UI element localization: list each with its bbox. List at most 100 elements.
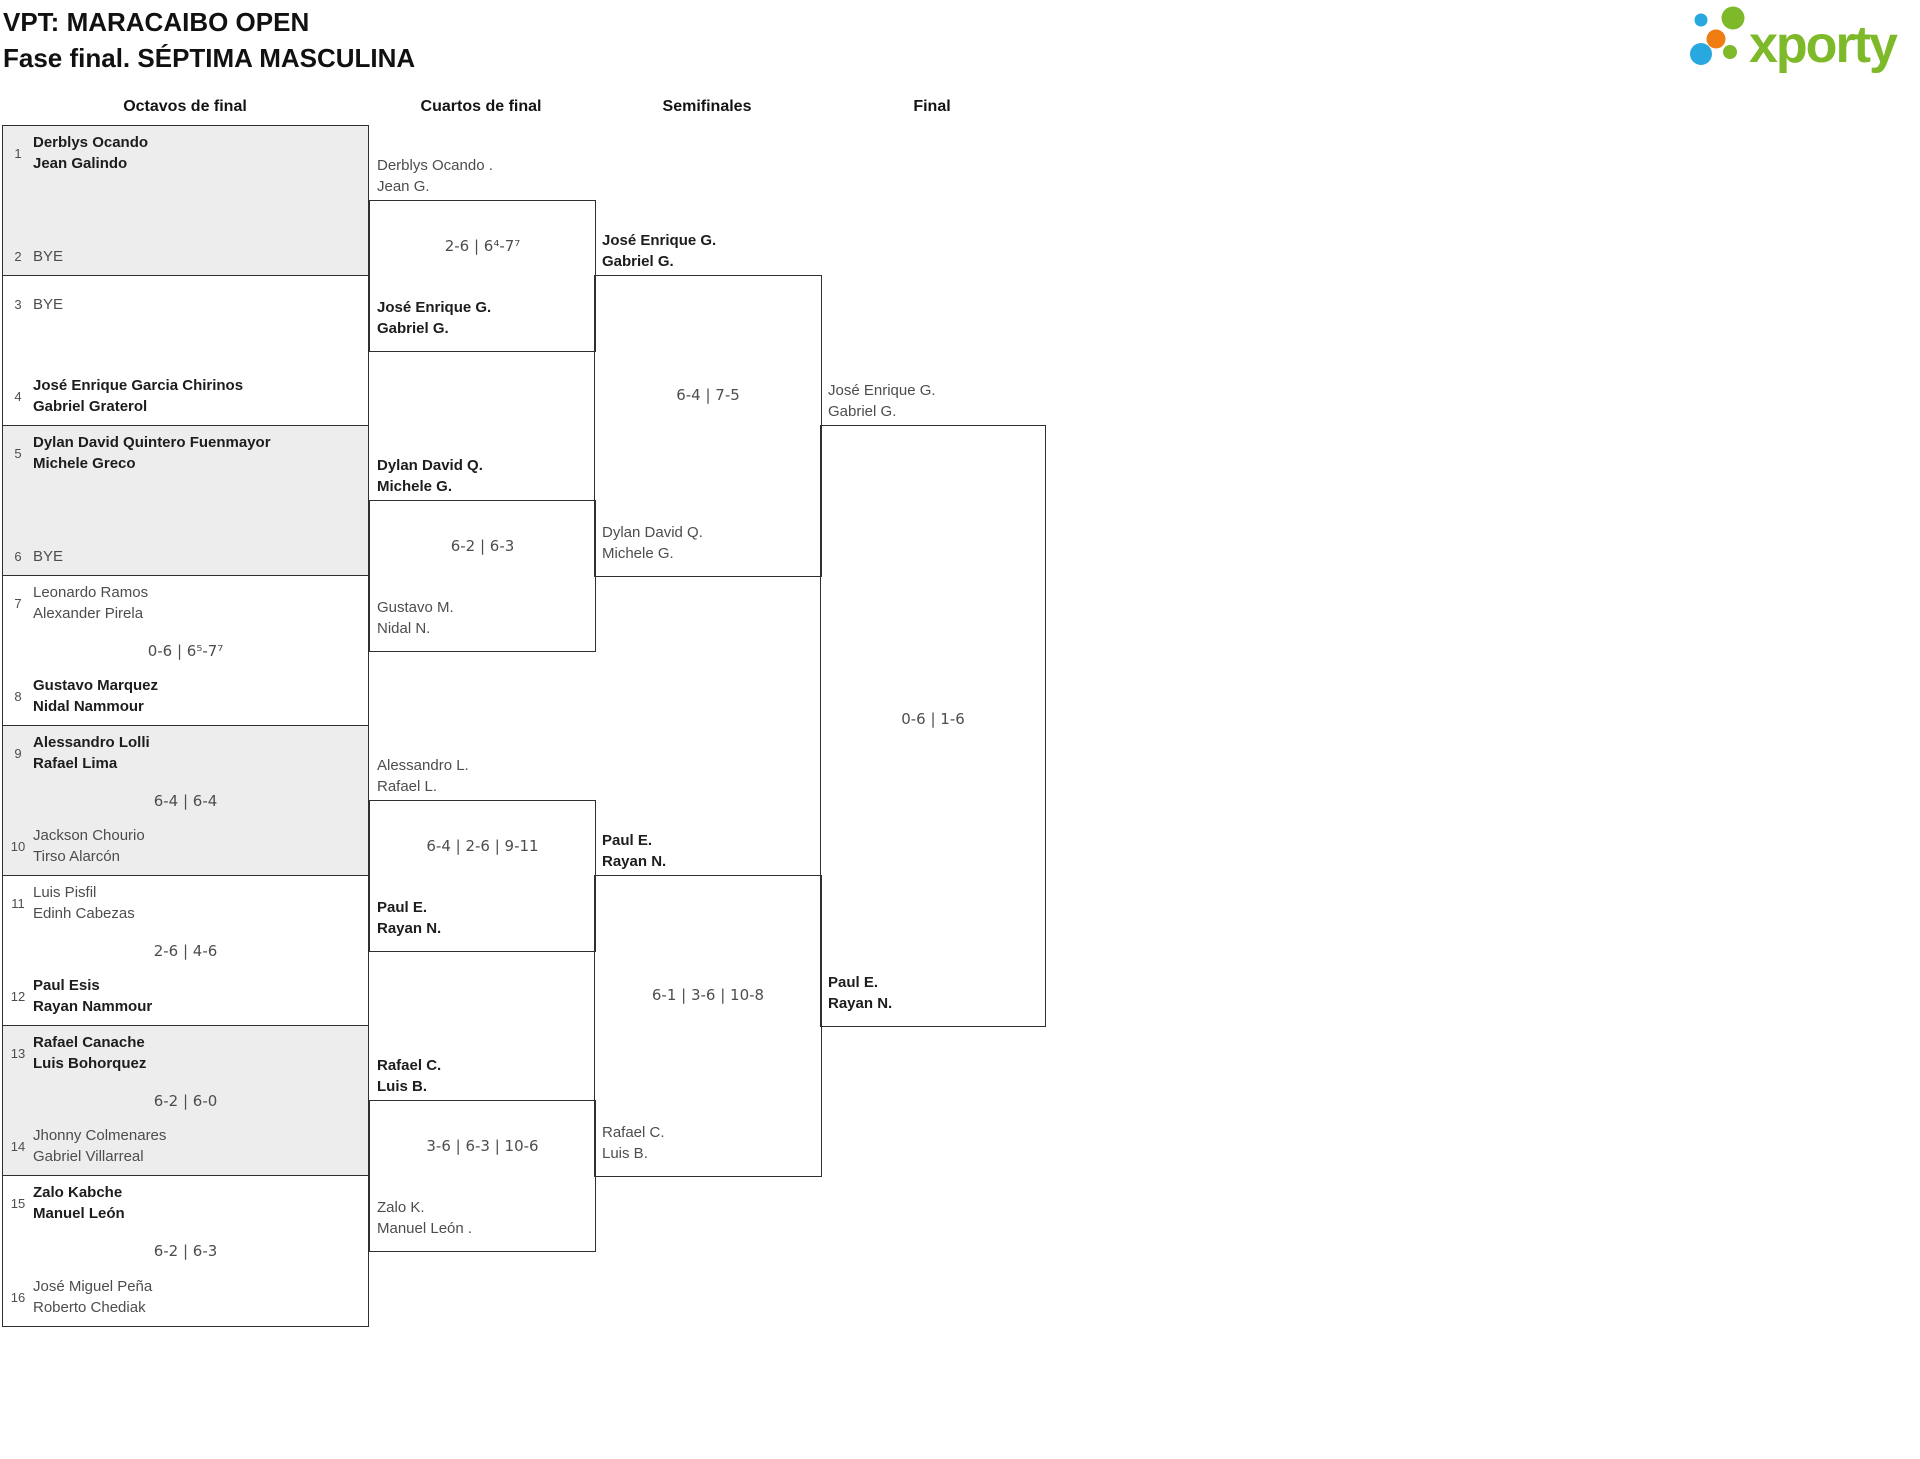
team-row-2: 2 BYE bbox=[3, 246, 364, 267]
qf2-bottom-team: Gustavo M. Nidal N. bbox=[377, 597, 454, 639]
match-score: 2-6 | 4-6 bbox=[153, 941, 218, 960]
sf2-bottom-team: Rafael C. Luis B. bbox=[602, 1122, 665, 1164]
xporty-logo-icon: xporty bbox=[1690, 6, 1900, 74]
semifinal-1: José Enrique G. Gabriel G. 6-4 | 7-5 Dyl… bbox=[594, 232, 822, 577]
page-title: VPT: MARACAIBO OPEN Fase final. SÉPTIMA … bbox=[3, 4, 415, 76]
quarterfinal-2: Dylan David Q. Michele G. 6-2 | 6-3 Gust… bbox=[369, 457, 596, 652]
player-name: Rafael L. bbox=[377, 778, 438, 795]
r16-match-5: 9 Alessandro Lolli Rafael Lima 6-4 | 6-4… bbox=[3, 726, 368, 876]
player-name: Zalo K. bbox=[377, 1199, 425, 1216]
player-name: Alexander Pirela bbox=[33, 605, 144, 622]
seed-number: 12 bbox=[10, 988, 26, 1004]
player-name: Leonardo Ramos bbox=[33, 584, 149, 601]
team-names: BYE bbox=[33, 294, 63, 315]
team-names: Alessandro Lolli Rafael Lima bbox=[33, 732, 150, 774]
team-row-1: 1 Derblys Ocando Jean Galindo bbox=[3, 132, 364, 174]
player-name: Gabriel Villarreal bbox=[33, 1148, 144, 1165]
team-row-9: 9 Alessandro Lolli Rafael Lima bbox=[3, 732, 364, 774]
player-name: Nidal N. bbox=[377, 620, 431, 637]
seed-number: 11 bbox=[11, 895, 25, 911]
qf3-bottom-team: Paul E. Rayan N. bbox=[377, 897, 441, 939]
round-header-cuartos: Cuartos de final bbox=[420, 98, 542, 115]
player-name: Gabriel Graterol bbox=[33, 398, 148, 415]
player-name: Dylan David Q. bbox=[377, 457, 483, 474]
player-name: Nidal Nammour bbox=[33, 698, 144, 715]
r16-match-4: 7 Leonardo Ramos Alexander Pirela 0-6 | … bbox=[3, 576, 368, 726]
team-names: Leonardo Ramos Alexander Pirela bbox=[33, 582, 148, 624]
team-row-11: 11 Luis Pisfil Edinh Cabezas bbox=[3, 882, 364, 924]
player-name: Gabriel G. bbox=[377, 320, 449, 337]
team-row-4: 4 José Enrique Garcia Chirinos Gabriel G… bbox=[3, 375, 364, 417]
sf1-score: 6-4 | 7-5 bbox=[676, 386, 740, 404]
seed-number: 5 bbox=[14, 445, 22, 461]
player-name: Michele Greco bbox=[33, 455, 136, 472]
player-name: Manuel León bbox=[33, 1205, 125, 1222]
seed-number: 15 bbox=[10, 1195, 26, 1211]
team-row-12: 12 Paul Esis Rayan Nammour bbox=[3, 975, 364, 1017]
semifinal-2: Paul E. Rayan N. 6-1 | 3-6 | 10-8 Rafael… bbox=[594, 832, 822, 1177]
team-names: Gustavo Marquez Nidal Nammour bbox=[33, 675, 158, 717]
match-score: 0-6 | 6⁵-7⁷ bbox=[147, 641, 224, 660]
r16-match-8: 15 Zalo Kabche Manuel León 6-2 | 6-3 16 … bbox=[3, 1176, 368, 1326]
seed-number: 10 bbox=[10, 838, 26, 854]
team-row-7: 7 Leonardo Ramos Alexander Pirela bbox=[3, 582, 364, 624]
team-row-3: 3 BYE bbox=[3, 294, 364, 315]
team-row-14: 14 Jhonny Colmenares Gabriel Villarreal bbox=[3, 1125, 364, 1167]
player-name: Gabriel G. bbox=[602, 253, 674, 270]
team-names: José Enrique Garcia Chirinos Gabriel Gra… bbox=[33, 375, 243, 417]
team-names: Zalo Kabche Manuel León bbox=[33, 1182, 125, 1224]
player-name: Luis B. bbox=[377, 1078, 428, 1095]
qf3-score: 6-4 | 2-6 | 9-11 bbox=[426, 837, 539, 855]
qf4-bottom-team: Zalo K. Manuel León . bbox=[377, 1197, 472, 1239]
player-name: José Enrique Garcia Chirinos bbox=[33, 377, 244, 394]
sf1-top-team: José Enrique G. Gabriel G. bbox=[602, 230, 716, 272]
quarterfinal-4: Rafael C. Luis B. 3-6 | 6-3 | 10-6 Zalo … bbox=[369, 1057, 596, 1252]
final-match: José Enrique G. Gabriel G. 0-6 | 1-6 Pau… bbox=[820, 382, 1046, 1027]
player-name: Rafael C. bbox=[377, 1057, 442, 1074]
player-name: Jean G. bbox=[377, 178, 430, 195]
seed-number: 1 bbox=[14, 145, 22, 161]
team-names: Rafael Canache Luis Bohorquez bbox=[33, 1032, 146, 1074]
xporty-logo[interactable]: xporty bbox=[1683, 2, 1920, 76]
qf1-score: 2-6 | 6⁴-7⁷ bbox=[444, 237, 521, 255]
final-top-team: José Enrique G. Gabriel G. bbox=[828, 380, 936, 422]
player-name: BYE bbox=[33, 548, 64, 565]
player-name: Alessandro Lolli bbox=[33, 734, 150, 751]
r16-match-6: 11 Luis Pisfil Edinh Cabezas 2-6 | 4-6 1… bbox=[3, 876, 368, 1026]
player-name: Gustavo Marquez bbox=[33, 677, 159, 694]
player-name: Paul E. bbox=[602, 832, 653, 849]
team-names: Dylan David Quintero Fuenmayor Michele G… bbox=[33, 432, 271, 474]
logo-dot-small-green bbox=[1723, 45, 1737, 59]
player-name: Paul E. bbox=[828, 974, 879, 991]
player-name: Michele G. bbox=[377, 478, 453, 495]
match-score: 6-2 | 6-3 bbox=[153, 1242, 218, 1260]
player-name: Gustavo M. bbox=[377, 599, 454, 616]
player-name: Zalo Kabche bbox=[33, 1184, 123, 1201]
team-names: BYE bbox=[33, 546, 63, 567]
logo-dot-large-green bbox=[1721, 6, 1745, 30]
player-name: Gabriel G. bbox=[828, 403, 897, 420]
round-header-semifinales: Semifinales bbox=[662, 98, 752, 115]
player-name: BYE bbox=[33, 296, 64, 313]
player-name: Rayan N. bbox=[602, 853, 667, 870]
seed-number: 6 bbox=[14, 549, 22, 564]
logo-dot-large-blue bbox=[1690, 43, 1712, 65]
seed-number: 13 bbox=[10, 1045, 26, 1061]
team-row-8: 8 Gustavo Marquez Nidal Nammour bbox=[3, 675, 364, 717]
final-bottom-team: Paul E. Rayan N. bbox=[828, 972, 892, 1014]
team-row-15: 15 Zalo Kabche Manuel León bbox=[3, 1182, 364, 1224]
player-name: Luis Pisfil bbox=[33, 884, 97, 901]
sf2-top-team: Paul E. Rayan N. bbox=[602, 830, 666, 872]
seed-number: 16 bbox=[10, 1289, 26, 1305]
team-row-16: 16 José Miguel Peña Roberto Chediak bbox=[3, 1276, 364, 1318]
qf3-top-team: Alessandro L. Rafael L. bbox=[377, 755, 469, 797]
player-name: José Enrique G. bbox=[828, 382, 936, 399]
player-name: Paul E. bbox=[377, 899, 428, 916]
player-name: Jhonny Colmenares bbox=[33, 1127, 167, 1144]
player-name: José Enrique G. bbox=[377, 299, 492, 316]
team-names: José Miguel Peña Roberto Chediak bbox=[33, 1276, 152, 1318]
player-name: Michele G. bbox=[602, 545, 674, 562]
seed-number: 3 bbox=[14, 297, 22, 312]
player-name: BYE bbox=[33, 248, 64, 265]
team-names: Jackson Chourio Tirso Alarcón bbox=[33, 825, 145, 867]
